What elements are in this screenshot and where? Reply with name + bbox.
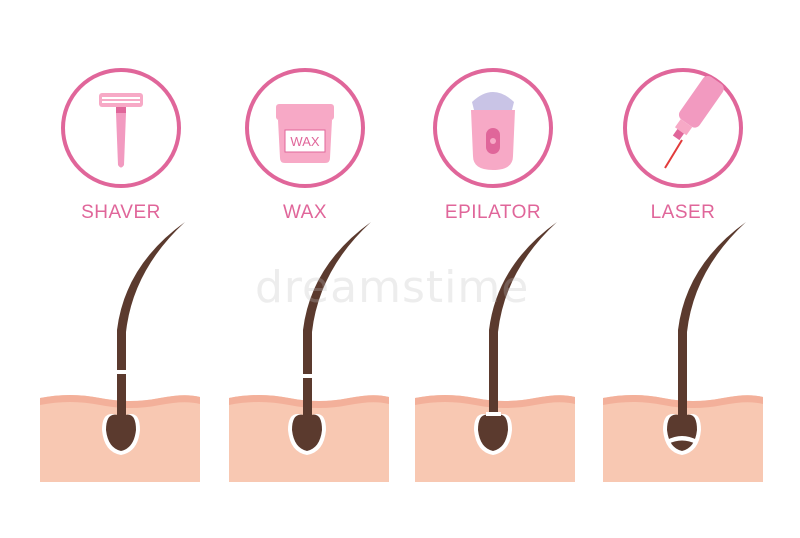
watermark-text: dreamstime <box>255 262 530 313</box>
razor-icon <box>99 93 143 168</box>
label-wax: WAX <box>282 202 328 223</box>
epilator-icon-group <box>433 68 553 188</box>
wax-jar-icon: WAX <box>276 104 334 163</box>
hair-follicle-wax <box>288 222 371 455</box>
cut-line <box>300 374 315 378</box>
cut-line <box>486 412 501 416</box>
epilator-icon <box>471 92 515 170</box>
label-shaver: SHAVER <box>81 202 161 223</box>
hair-follicle-epilator <box>474 222 557 455</box>
label-epilator: EPILATOR <box>444 202 542 223</box>
cut-line <box>667 436 697 444</box>
wax-jar-label: WAX <box>290 134 319 149</box>
shaver-icon-group <box>61 68 181 188</box>
cut-line <box>114 370 129 374</box>
wax-icon-group: WAX <box>245 68 365 188</box>
laser-device-icon <box>664 75 724 169</box>
hair-follicle-shaver <box>102 222 185 455</box>
laser-beam <box>664 139 683 169</box>
laser-icon-group <box>623 68 743 188</box>
hair-follicle-laser <box>663 222 746 455</box>
label-laser: LASER <box>650 202 716 223</box>
